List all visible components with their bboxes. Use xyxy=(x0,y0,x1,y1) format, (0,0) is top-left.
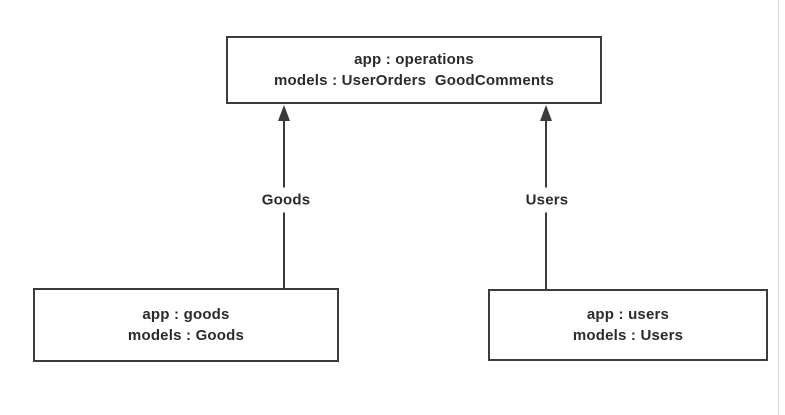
node-users-models-label: models : Users xyxy=(572,327,684,344)
node-goods: app : goods models : Goods xyxy=(33,288,339,362)
node-goods-models-label: models : Goods xyxy=(127,327,245,344)
arrow-up-icon xyxy=(278,105,290,121)
edge-users-label: Users xyxy=(520,187,574,213)
node-operations: app : operations models : UserOrders Goo… xyxy=(226,36,602,104)
node-goods-app-label: app : goods xyxy=(142,306,230,323)
arrow-up-icon xyxy=(540,105,552,121)
node-users-app-label: app : users xyxy=(586,306,670,323)
node-operations-models-label: models : UserOrders GoodComments xyxy=(274,72,554,89)
canvas-edge-line xyxy=(778,0,779,415)
node-operations-app-label: app : operations xyxy=(354,51,474,68)
edge-goods-label: Goods xyxy=(256,187,316,213)
node-users: app : users models : Users xyxy=(488,289,768,361)
